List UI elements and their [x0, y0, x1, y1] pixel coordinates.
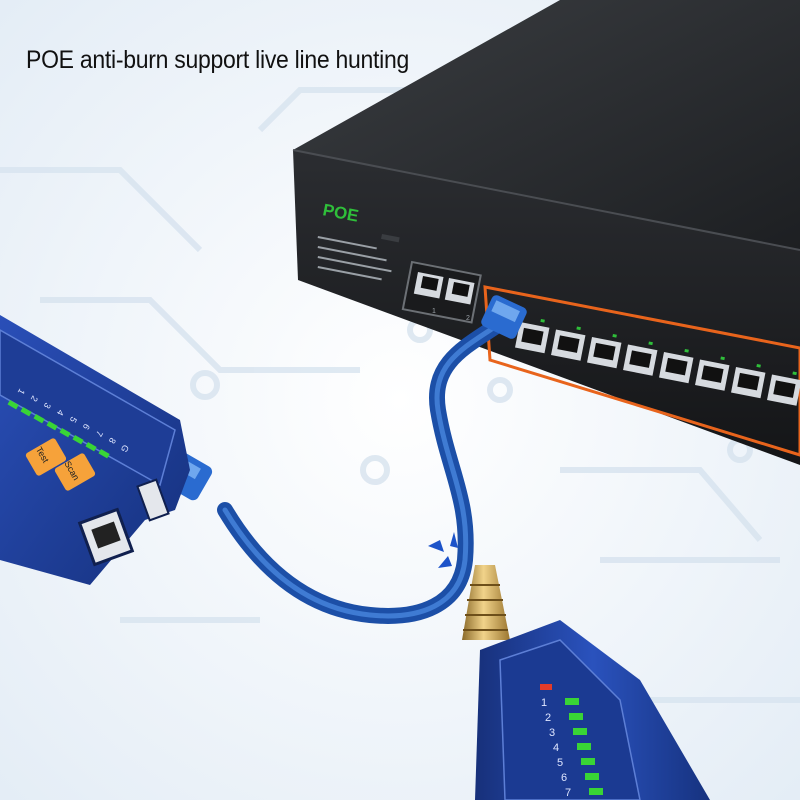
uplink-port-2[interactable]: [444, 278, 475, 305]
probe-led: [569, 713, 583, 720]
poe-port[interactable]: [551, 326, 586, 361]
probe-led: [565, 698, 579, 705]
probe-brass-tip: [462, 565, 510, 640]
headline: POE anti-burn support live line hunting: [26, 46, 410, 74]
tester-led-number: 2: [29, 394, 40, 403]
poe-port[interactable]: [623, 341, 658, 376]
tester-led-number: 3: [42, 401, 53, 410]
uplink-port-1[interactable]: [413, 271, 444, 299]
poe-port[interactable]: [731, 363, 766, 399]
probe-led-number: 4: [553, 742, 559, 754]
probe-led: [589, 788, 603, 795]
probe-led: [581, 758, 595, 765]
probe-led-number: 7: [565, 787, 571, 799]
probe-led-number: 5: [557, 757, 563, 769]
poe-port[interactable]: [587, 333, 622, 369]
tester-led-number: 5: [68, 415, 79, 424]
poe-port[interactable]: [767, 371, 800, 406]
tester-led-number: G: [119, 443, 131, 454]
probe-led: [577, 743, 591, 750]
tester-face: [0, 329, 176, 487]
poe-port[interactable]: [515, 318, 550, 354]
probe-led-number: 3: [549, 727, 555, 739]
poe-switch: POE 1 2: [292, 0, 800, 465]
poe-ports: [515, 318, 800, 406]
probe-led-number: 2: [545, 712, 551, 724]
tester-led: [7, 399, 19, 410]
tester-led-number: 4: [55, 408, 66, 417]
switch-top: [293, 0, 800, 250]
probe-led-number: 6: [561, 772, 567, 784]
tester-led: [72, 435, 84, 445]
tester-rj11-port[interactable]: [136, 478, 170, 522]
scan-button[interactable]: Scan: [54, 452, 96, 492]
circuit-pattern: [0, 87, 800, 703]
uplink-number-1: 1: [432, 308, 436, 315]
tester-led: [46, 420, 58, 431]
switch-front-panel: [293, 150, 800, 465]
tester-led: [85, 441, 97, 452]
tester-led: [59, 428, 71, 438]
uplink-ports: 1 2: [401, 260, 482, 324]
tester-led-number: 8: [107, 436, 118, 445]
rj45-plug-switch-end: [481, 295, 527, 339]
uplink-number-2: 2: [466, 315, 470, 322]
tester-led-number: 6: [81, 422, 92, 431]
tester-led: [98, 449, 110, 459]
poe-port[interactable]: [695, 356, 730, 391]
tester-led-number: 7: [94, 429, 105, 438]
tester-led-number: 1: [16, 387, 27, 396]
tester-led: [20, 407, 32, 417]
tester-ports: [77, 478, 170, 567]
tester-led: [33, 414, 45, 424]
probe-led-number: 1: [541, 697, 547, 709]
poe-port[interactable]: [659, 348, 694, 384]
probe-led: [585, 773, 599, 780]
test-button[interactable]: Test: [25, 437, 67, 477]
probe-led: [573, 728, 587, 735]
signal-indicator-icon: [428, 532, 458, 568]
switch-status-markings: [317, 234, 400, 281]
tester-buttons: Test Scan: [25, 437, 96, 492]
probe-power-led: [540, 684, 552, 690]
